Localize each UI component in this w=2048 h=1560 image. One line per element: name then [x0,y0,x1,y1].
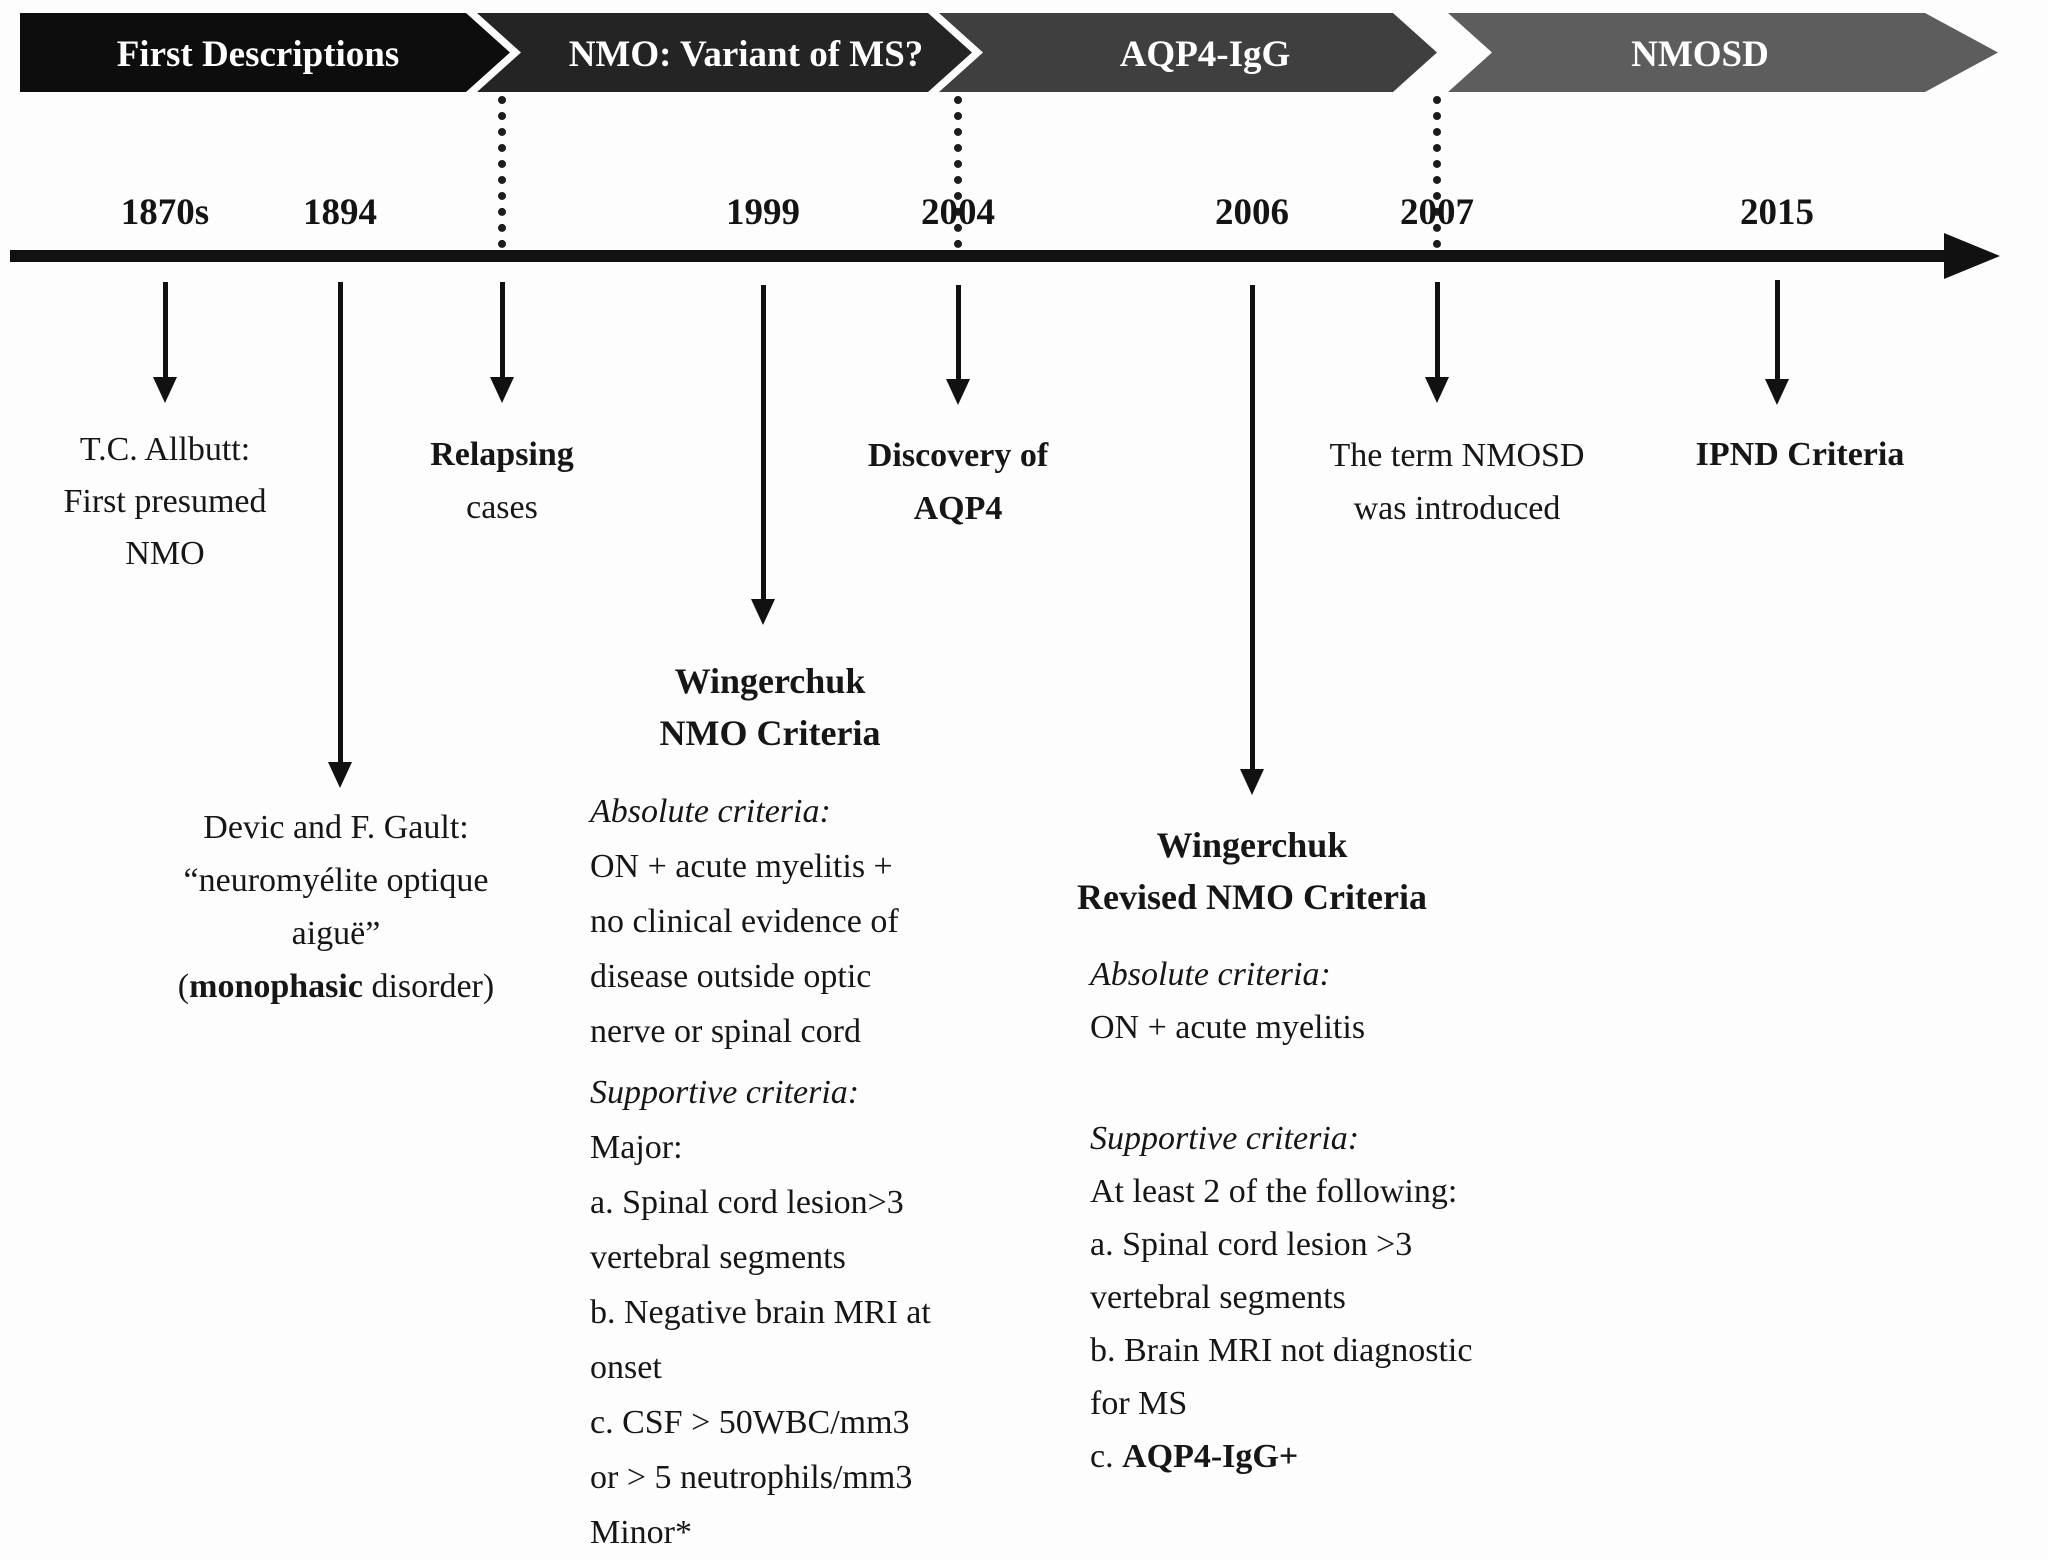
event-text-ipnd: IPND Criteria [1696,429,1905,481]
dotted-connector-3 [1433,96,1441,248]
w1999-supportive-line-8: Minor* [590,1514,692,1551]
allbutt-line-3: NMO [125,535,205,572]
w1999-supportive-line-6: c. CSF > 50WBC/mm3 [590,1404,910,1441]
event-arrowhead-2015 [1765,379,1789,405]
w2006-aqp4-igg-positive: AQP4-IgG+ [1122,1438,1299,1475]
event-text-nmosd-term: The term NMOSD was introduced [1330,429,1585,535]
w2006-supportive-line-4: b. Brain MRI not diagnostic [1090,1332,1473,1369]
wingerchuk-1999-body: Absolute criteria: ON + acute myelitis +… [590,784,931,1560]
w1999-absolute-line-1: ON + acute myelitis + [590,848,893,885]
event-arrow-relapsing [500,282,505,378]
w1999-supportive-header: Supportive criteria: [590,1074,860,1111]
devic-line-4: (monophasic disorder) [178,960,494,1013]
w1999-supportive-line-7: or > 5 neutrophils/mm3 [590,1459,913,1496]
event-arrowhead-1870s [153,377,177,403]
era-banner: First Descriptions NMO: Variant of MS? A… [20,13,1998,92]
discovery-line-1: Discovery of [867,437,1049,474]
discovery-line-2: AQP4 [913,490,1003,527]
devic-line-1: Devic and F. Gault: [203,809,469,846]
event-arrow-1999 [761,285,766,600]
event-arrowhead-1894 [328,762,352,788]
w2006-supportive-line-2: a. Spinal cord lesion >3 [1090,1226,1413,1263]
timeline-axis [10,250,1950,262]
event-arrow-2015 [1775,280,1780,380]
w2006-supportive-line-5: for MS [1090,1385,1188,1422]
w2006-absolute-header: Absolute criteria: [1090,956,1331,993]
w1999-supportive-line-4: b. Negative brain MRI at [590,1294,931,1331]
year-1870s: 1870s [120,192,210,233]
w1999-title-line-1: Wingerchuk [674,661,866,701]
nmosd-term-line-1: The term NMOSD [1329,437,1585,474]
devic-monophasic: monophasic [189,968,363,1005]
w2006-supportive-line-1: At least 2 of the following: [1090,1173,1458,1210]
wingerchuk-1999-title: Wingerchuk NMO Criteria [660,655,881,759]
w1999-title-line-2: NMO Criteria [659,713,881,753]
event-arrowhead-relapsing [490,377,514,403]
timeline-arrowhead-icon [1944,233,2000,279]
allbutt-line-2: First presumed [63,483,267,520]
event-arrow-1894 [338,282,343,763]
nmosd-term-line-2: was introduced [1353,490,1561,527]
banner-segment-nmo-variant [477,13,972,92]
w1999-supportive-line-1: Major: [590,1129,683,1166]
wingerchuk-2006-body: Absolute criteria: ON + acute myelitis S… [1090,948,1472,1483]
event-arrow-2007 [1435,282,1440,378]
year-2015: 2015 [1740,192,1814,233]
event-text-relapsing: Relapsing cases [430,428,574,534]
w2006-supportive-line-6: c. AQP4-IgG+ [1090,1430,1472,1483]
event-arrowhead-2004 [946,379,970,405]
banner-segment-nmosd [1448,13,1998,92]
devic-line-3: aiguë” [291,915,381,952]
devic-paren: ( [177,968,190,1005]
w1999-absolute-header: Absolute criteria: [590,793,831,830]
event-text-allbutt: T.C. Allbutt: First presumed NMO [63,424,266,580]
banner-label-first-descriptions: First Descriptions [117,34,400,75]
w1999-absolute-line-2: no clinical evidence of [590,903,899,940]
w2006-title-line-1: Wingerchuk [1156,825,1348,865]
w1999-supportive-line-2: a. Spinal cord lesion>3 [590,1184,904,1221]
event-text-discovery-aqp4: Discovery of AQP4 [868,429,1048,535]
w2006-last-prefix: c. [1090,1438,1123,1475]
event-arrowhead-1999 [751,599,775,625]
year-1999: 1999 [726,192,800,233]
wingerchuk-2006-title: Wingerchuk Revised NMO Criteria [1077,819,1427,923]
w2006-absolute-line-1: ON + acute myelitis [1090,1009,1366,1046]
year-1894: 1894 [303,192,377,233]
year-2004: 2004 [921,192,995,233]
banner-label-nmosd: NMOSD [1631,34,1769,75]
ipnd-label: IPND Criteria [1695,436,1905,473]
event-arrow-2004 [956,285,961,380]
w1999-supportive-line-3: vertebral segments [590,1239,846,1276]
dotted-connector-2 [954,96,962,248]
banner-label-nmo-variant: NMO: Variant of MS? [569,34,924,75]
banner-label-aqp4-igg: AQP4-IgG [1120,34,1291,75]
w1999-absolute-line-3: disease outside optic [590,958,872,995]
w2006-supportive-line-3: vertebral segments [1090,1279,1346,1316]
w2006-supportive-header: Supportive criteria: [1090,1120,1360,1157]
relapsing-line-1: Relapsing [430,436,574,473]
devic-disorder: disorder) [362,968,495,1005]
event-arrowhead-2007 [1425,377,1449,403]
event-arrow-1870s [163,282,168,378]
w2006-title-line-2: Revised NMO Criteria [1077,877,1427,917]
banner-segment-first-descriptions [20,13,510,92]
event-text-devic: Devic and F. Gault: “neuromyélite optiqu… [178,801,494,1013]
year-2007: 2007 [1400,192,1474,233]
banner-segment-aqp4-igg [939,13,1437,92]
dotted-connector-1 [498,96,506,248]
year-2006: 2006 [1215,192,1289,233]
event-arrowhead-2006 [1240,769,1264,795]
w1999-supportive-line-5: onset [590,1349,662,1386]
allbutt-line-1: T.C. Allbutt: [79,431,251,468]
event-arrow-2006 [1250,285,1255,770]
relapsing-line-2: cases [466,489,538,526]
w1999-absolute-line-4: nerve or spinal cord [590,1013,861,1050]
devic-line-2: “neuromyélite optique [183,862,489,899]
